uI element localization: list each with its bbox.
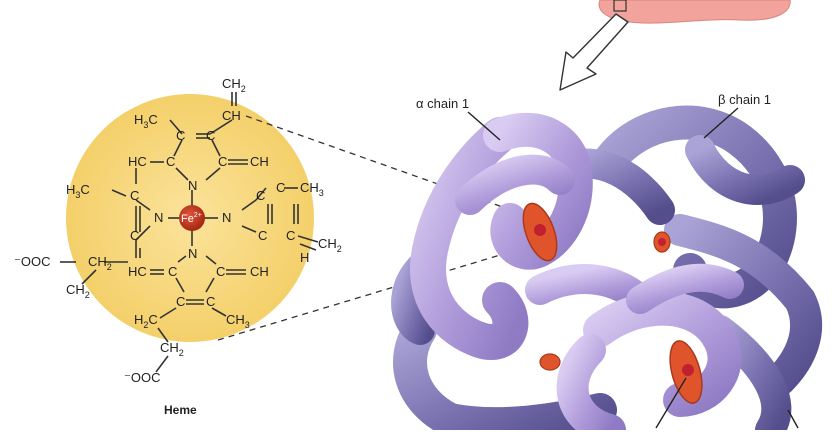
svg-text:⁻OOC: ⁻OOC bbox=[124, 370, 160, 385]
svg-text:C: C bbox=[176, 128, 185, 143]
svg-text:N: N bbox=[188, 246, 197, 261]
beta-chain-pointer bbox=[703, 107, 739, 139]
svg-text:C: C bbox=[256, 188, 265, 203]
heme-group-3 bbox=[669, 340, 703, 404]
svg-text:C: C bbox=[168, 264, 177, 279]
heme-group-4 bbox=[539, 353, 561, 371]
hemoglobin-protein bbox=[391, 105, 823, 435]
svg-text:C: C bbox=[130, 188, 139, 203]
alpha-chain-label: α chain 1 bbox=[416, 96, 469, 111]
svg-text:CH3: CH3 bbox=[226, 312, 250, 330]
svg-text:H3C: H3C bbox=[66, 182, 90, 200]
heme-title: Heme bbox=[164, 403, 197, 417]
iron-atom: Fe2+ bbox=[179, 205, 205, 231]
heme-atoms: CH2 CH H3C C C HC C C CH N H3C C C C CH3… bbox=[14, 76, 342, 385]
beta-chain-label: β chain 1 bbox=[718, 92, 771, 107]
svg-text:C: C bbox=[286, 228, 295, 243]
svg-text:N: N bbox=[154, 210, 163, 225]
svg-text:CH2: CH2 bbox=[66, 282, 90, 300]
alpha-chain-pointer bbox=[467, 111, 501, 141]
svg-text:CH: CH bbox=[250, 154, 269, 169]
zoom-source-box bbox=[613, 0, 627, 12]
heme-bonds bbox=[60, 92, 319, 373]
dashed-connector-top bbox=[245, 115, 529, 217]
svg-text:C: C bbox=[176, 294, 185, 309]
alpha-chain-tubes bbox=[410, 113, 744, 435]
svg-text:CH2: CH2 bbox=[88, 254, 112, 272]
svg-text:H: H bbox=[300, 250, 309, 265]
svg-text:C: C bbox=[216, 264, 225, 279]
svg-text:⁻OOC: ⁻OOC bbox=[14, 254, 50, 269]
svg-text:CH2: CH2 bbox=[160, 340, 184, 358]
svg-text:C: C bbox=[130, 228, 139, 243]
svg-text:H3C: H3C bbox=[134, 112, 158, 130]
svg-text:N: N bbox=[188, 178, 197, 193]
svg-text:CH: CH bbox=[250, 264, 269, 279]
svg-text:CH2: CH2 bbox=[222, 76, 246, 94]
svg-text:CH3: CH3 bbox=[300, 180, 324, 198]
svg-text:C: C bbox=[166, 154, 175, 169]
svg-text:HC: HC bbox=[128, 264, 147, 279]
zoom-arrow bbox=[559, 13, 629, 91]
svg-text:C: C bbox=[276, 180, 285, 195]
heme-pointer bbox=[655, 377, 687, 429]
heme-group-2 bbox=[653, 231, 671, 253]
svg-text:C: C bbox=[258, 228, 267, 243]
svg-text:H2C: H2C bbox=[134, 312, 158, 330]
heme-structure: CH2 CH H3C C C HC C C CH N H3C C C C CH3… bbox=[14, 76, 342, 385]
svg-text:N: N bbox=[222, 210, 231, 225]
heme-group-1 bbox=[522, 202, 558, 262]
svg-text:HC: HC bbox=[128, 154, 147, 169]
svg-text:Fe2+: Fe2+ bbox=[181, 212, 202, 225]
svg-text:C: C bbox=[206, 294, 215, 309]
svg-text:C: C bbox=[206, 128, 215, 143]
svg-text:C: C bbox=[218, 154, 227, 169]
red-blood-cell bbox=[598, 0, 791, 24]
svg-text:CH: CH bbox=[222, 108, 241, 123]
lower-chain-pointer bbox=[787, 409, 799, 429]
svg-text:CH2: CH2 bbox=[318, 236, 342, 254]
